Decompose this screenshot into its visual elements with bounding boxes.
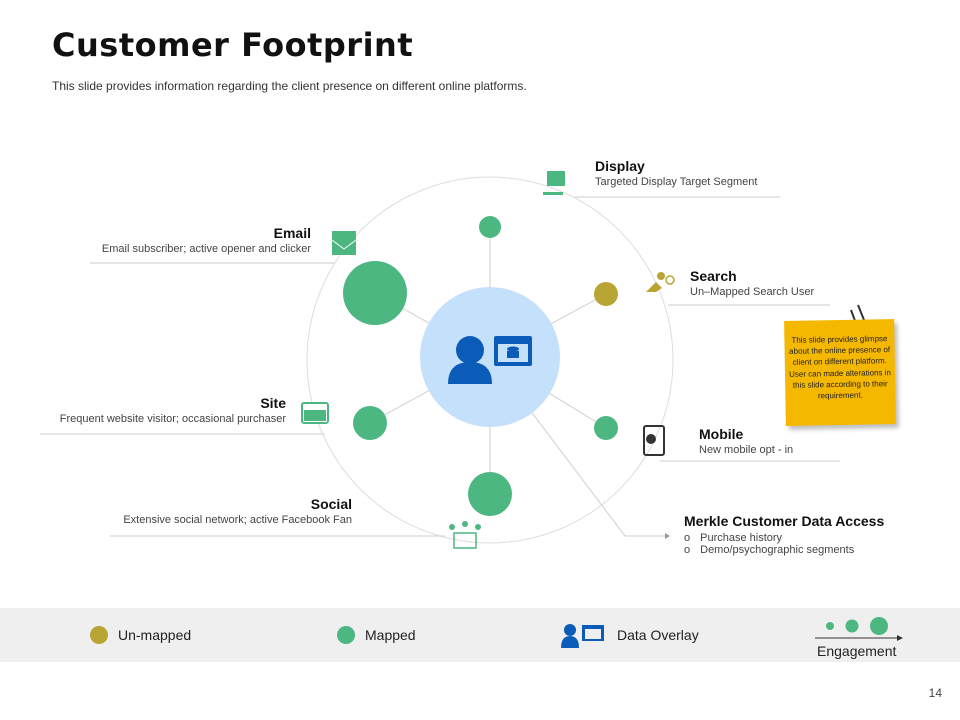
legend-unmapped: Un-mapped bbox=[118, 627, 192, 643]
display-icon bbox=[543, 171, 565, 195]
data-overlay-icon bbox=[448, 336, 532, 384]
orbit-ring bbox=[306, 176, 674, 544]
social-icon bbox=[449, 521, 481, 549]
node-display bbox=[479, 216, 501, 238]
merkle-item: Demo/psychographic segments bbox=[684, 544, 884, 556]
node-email bbox=[343, 261, 407, 325]
node-site bbox=[353, 406, 387, 440]
engagement-nodes bbox=[343, 216, 618, 516]
legend-engagement: Engagement bbox=[817, 643, 897, 659]
node-search bbox=[594, 282, 618, 306]
footprint-diagram bbox=[40, 171, 872, 549]
merkle-label: Merkle Customer Data Access Purchase his… bbox=[684, 513, 884, 556]
mobile-icon bbox=[643, 425, 665, 456]
site-icon bbox=[301, 402, 329, 424]
mapped-dot bbox=[337, 626, 355, 644]
sticky-note: This slide provides glimpse about the on… bbox=[784, 319, 896, 426]
page-title: Customer Footprint bbox=[52, 26, 414, 64]
merkle-item: Purchase history bbox=[684, 532, 884, 544]
search-icon bbox=[646, 272, 675, 292]
center-circle bbox=[420, 287, 560, 427]
legend-overlay: Data Overlay bbox=[617, 627, 699, 643]
data-overlay-legend-icon bbox=[561, 624, 604, 648]
arrow-head bbox=[665, 533, 670, 539]
page-number: 14 bbox=[928, 686, 942, 700]
unmapped-dot bbox=[90, 626, 108, 644]
node-mobile bbox=[594, 416, 618, 440]
legend-bar: Un-mapped Mapped Data Overlay Engagement bbox=[0, 608, 960, 662]
node-social bbox=[468, 472, 512, 516]
subtitle: This slide provides information regardin… bbox=[52, 79, 527, 93]
email-icon bbox=[331, 231, 357, 255]
engagement-arrow bbox=[815, 617, 903, 641]
legend-mapped: Mapped bbox=[365, 627, 416, 643]
